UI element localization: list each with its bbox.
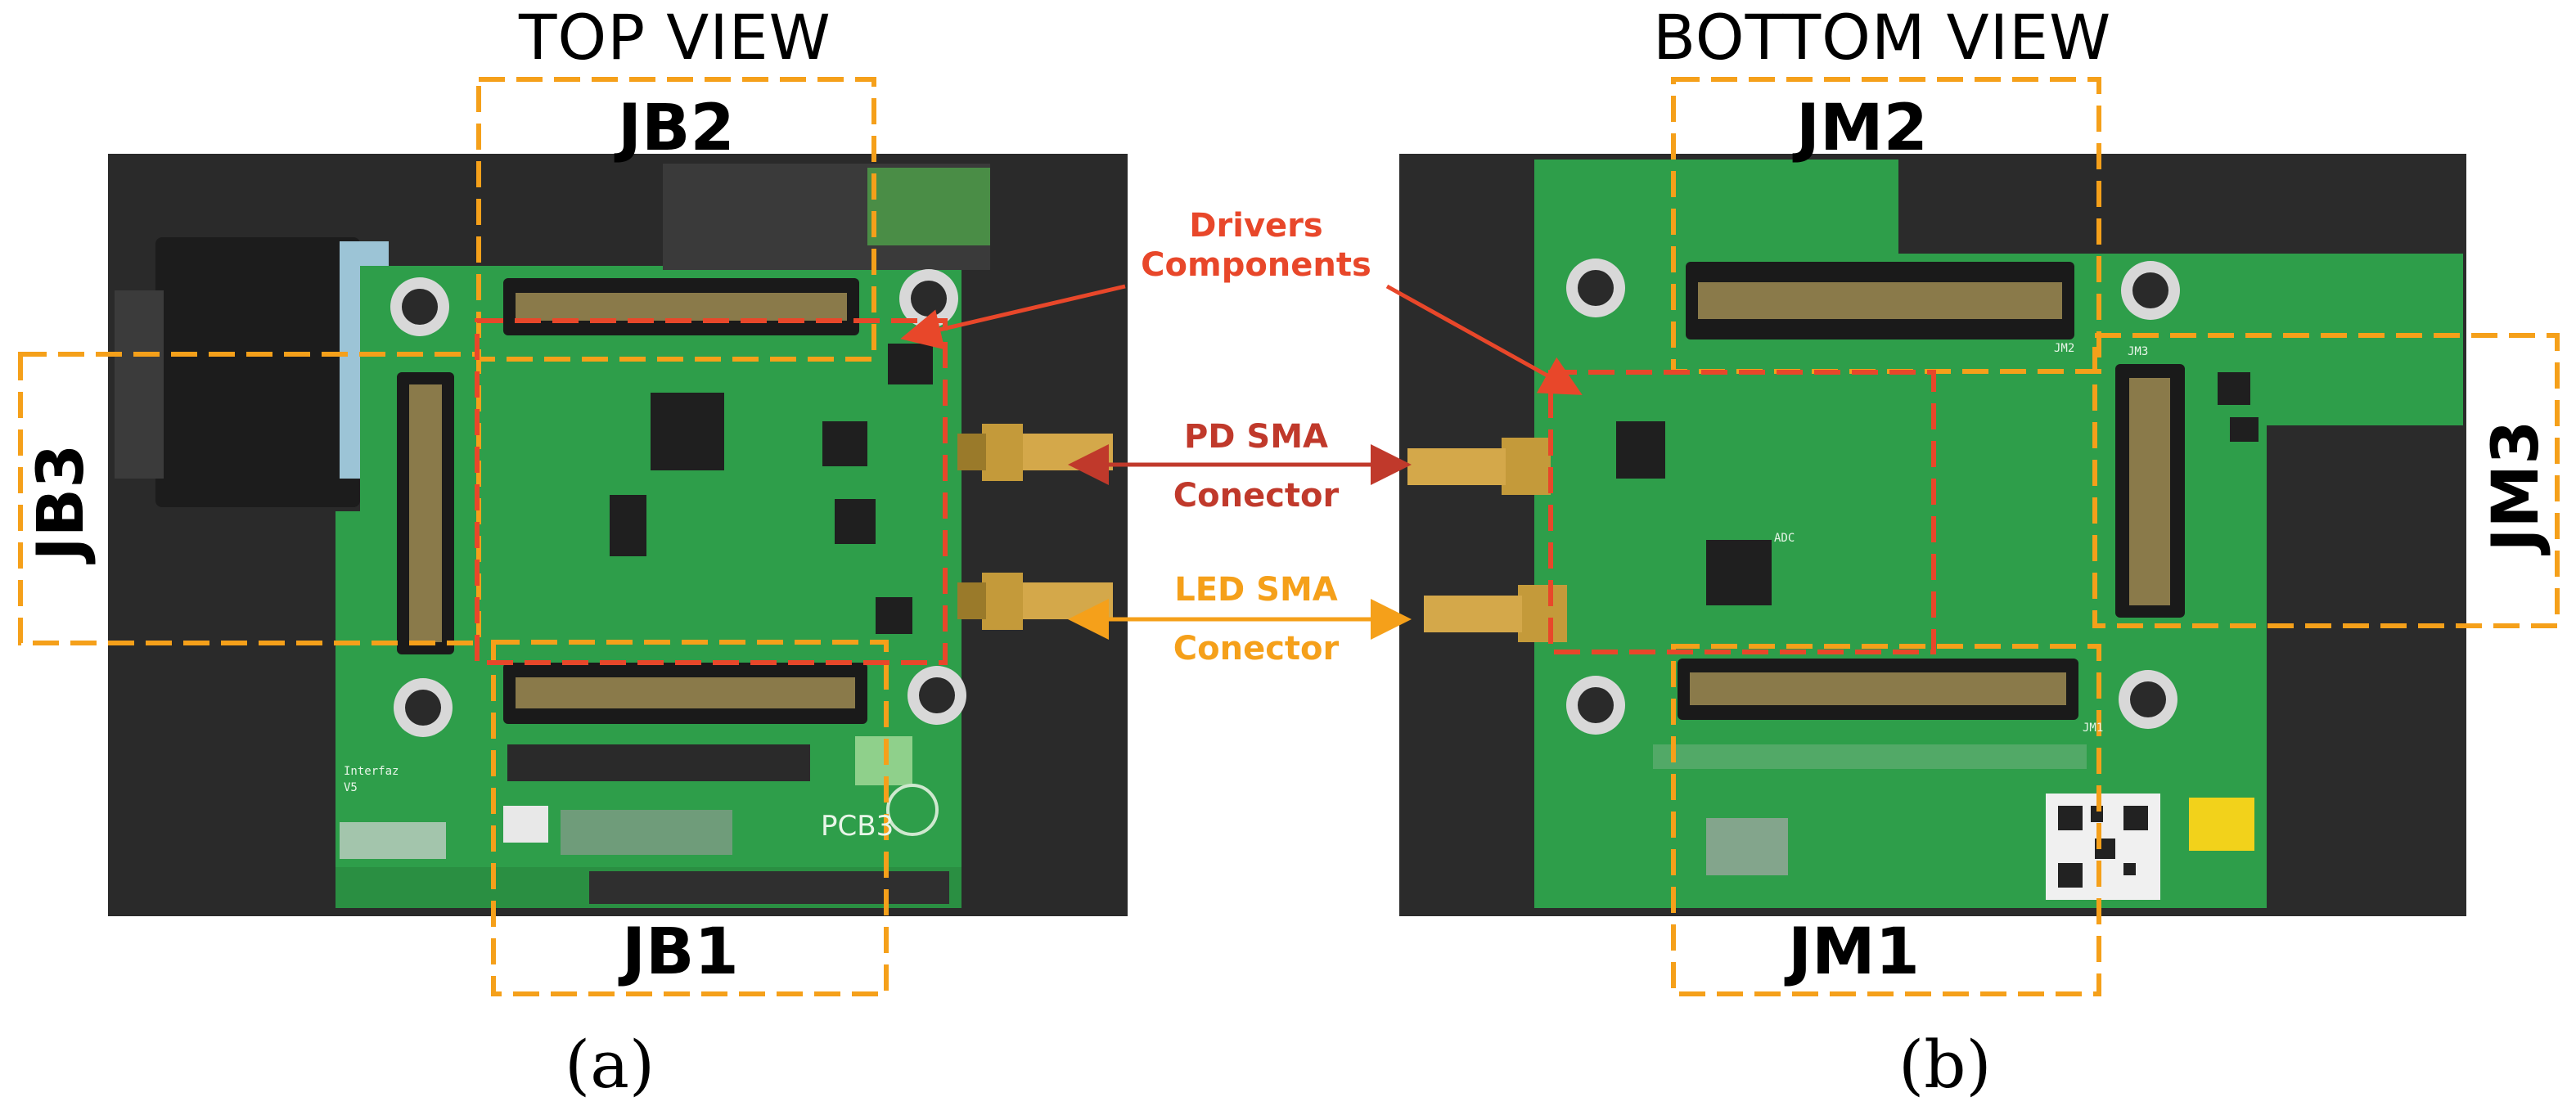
- bottom-drivers-region: [1548, 370, 1936, 654]
- drivers-label-line2: Components: [1141, 246, 1371, 284]
- jm2-label: JM2: [1796, 92, 1928, 165]
- jm3-label: JM3: [2479, 420, 2553, 552]
- panel-label-b: (b): [1898, 1027, 1992, 1103]
- ic-chip: [2218, 372, 2250, 405]
- jm1-box: [1671, 644, 2101, 996]
- logo-mark: [886, 784, 939, 836]
- jb2-box: [476, 77, 876, 362]
- top-view-title: TOP VIEW: [519, 1, 831, 74]
- rj-connector-block: [155, 237, 360, 507]
- jb2-label: JB2: [618, 92, 735, 165]
- ic-chip: [835, 499, 876, 544]
- jb3-label: JB3: [25, 443, 98, 561]
- company-logo: [503, 806, 548, 843]
- top-view-board: [115, 164, 1113, 908]
- drivers-pointer-bottom: [1385, 284, 1583, 395]
- pin-row: [1653, 744, 2087, 769]
- drivers-pointer-top: [900, 284, 1126, 350]
- sma-led-bottom: [1424, 585, 1567, 642]
- ic-chip: [876, 597, 912, 634]
- led-label-line1: LED SMA: [1174, 571, 1338, 609]
- panel-label-a: (a): [565, 1027, 655, 1103]
- header-pins-left: [115, 290, 164, 479]
- top-header-pins-green: [867, 168, 990, 245]
- jm2-silk-label: JM2: [2054, 342, 2075, 355]
- test-points: [561, 810, 732, 855]
- ic-chip: [1616, 421, 1665, 479]
- top-drivers-region: [475, 318, 948, 665]
- pd-sma-label: PD SMA Conector: [1133, 417, 1379, 515]
- drivers-components-label: Drivers Components: [1133, 206, 1379, 285]
- adc-silk-label: ADC: [1774, 532, 1795, 545]
- bottom-header-pins: [589, 871, 949, 904]
- led-sma-label: LED SMA Conector: [1133, 570, 1379, 668]
- pd-label-line2: Conector: [1173, 477, 1340, 515]
- version-silk-label: V5: [344, 781, 358, 794]
- sma-pd-bottom: [1407, 438, 1551, 495]
- ic-chip: [651, 393, 724, 470]
- bottom-view-title: BOTTOM VIEW: [1653, 1, 2112, 74]
- drivers-label-line1: Drivers: [1189, 207, 1323, 245]
- sma-pd-top: [957, 424, 1113, 481]
- jm1-silk-label: JM1: [2083, 722, 2104, 735]
- jb1-label: JB1: [622, 915, 739, 989]
- jm1-label: JM1: [1788, 915, 1920, 989]
- esd-warning-label: [2189, 798, 2254, 851]
- bottom-view-region-boxes: [1671, 77, 2560, 996]
- smd-pads: [1706, 818, 1788, 875]
- smd-components: [340, 822, 446, 859]
- ic-chip: [2230, 417, 2259, 442]
- jm2-box: [1671, 77, 2101, 374]
- ic-chip: [822, 421, 867, 466]
- interface-silk-label: Interfaz: [344, 765, 399, 778]
- ic-chip: [610, 495, 646, 556]
- ic-chip: [1706, 540, 1772, 605]
- bottom-pcb: [1534, 160, 2463, 908]
- jb1-box: [491, 640, 889, 996]
- led-label-line2: Conector: [1173, 630, 1340, 668]
- ic-chip: [888, 344, 933, 384]
- pcb-silk-label: PCB3: [821, 810, 894, 843]
- jm3-silk-label: JM3: [2128, 345, 2149, 358]
- bottom-view-board: [1407, 160, 2463, 908]
- pd-label-line1: PD SMA: [1183, 418, 1328, 456]
- jumper-row: [507, 744, 810, 781]
- jm3-box: [2092, 333, 2560, 628]
